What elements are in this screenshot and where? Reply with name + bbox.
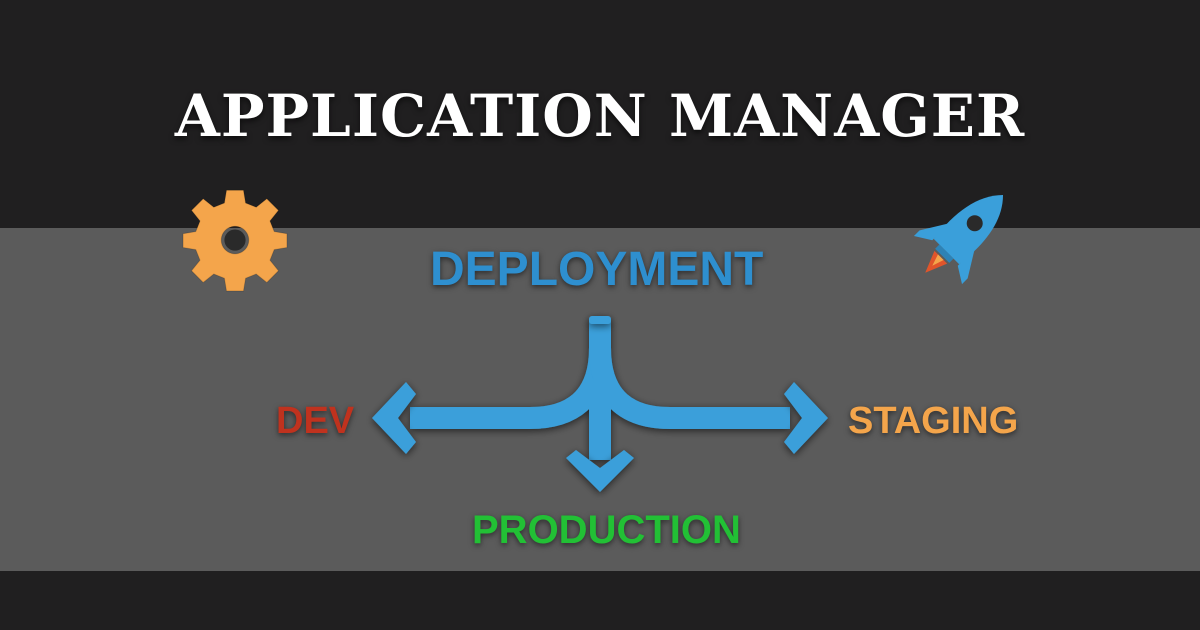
dev-arrow-shaft <box>410 347 611 429</box>
rocket-icon <box>913 194 1004 285</box>
page-title: APPLICATION MANAGER <box>174 82 1026 150</box>
staging-label: STAGING <box>848 400 1019 442</box>
dev-label: DEV <box>276 400 355 442</box>
dev-arrowhead <box>372 382 416 454</box>
gear-icon <box>182 189 288 292</box>
deployment-split-arrows <box>372 316 828 492</box>
staging-arrow-shaft <box>589 347 790 429</box>
production-arrowhead <box>566 450 634 492</box>
staging-arrowhead <box>784 382 828 454</box>
stem-cap <box>589 316 611 324</box>
production-label: PRODUCTION <box>472 508 741 552</box>
deployment-label: DEPLOYMENT <box>430 243 764 296</box>
